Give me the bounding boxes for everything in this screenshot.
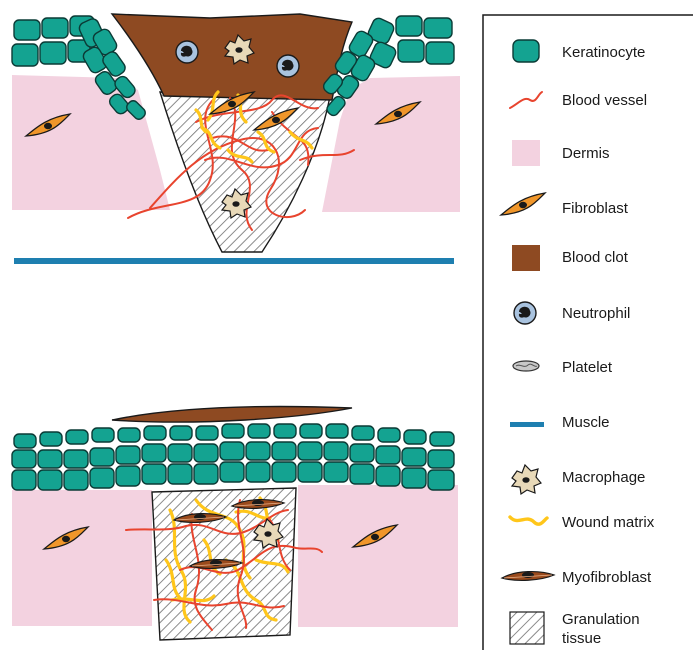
blood-clot-bottom <box>112 407 352 423</box>
neutrophil-cell <box>277 55 299 77</box>
dermis-left <box>12 490 152 626</box>
platelet-icon <box>513 361 539 371</box>
early-wound-panel <box>12 14 460 264</box>
legend-label-granulation-line2: tissue <box>562 630 601 647</box>
legend-label-dermis: Dermis <box>562 145 610 162</box>
dermis-icon <box>512 140 540 166</box>
legend-label-neutrophil: Neutrophil <box>562 305 630 322</box>
dermis-right <box>298 485 458 627</box>
neutrophil-cell <box>176 41 198 63</box>
granulation-tissue-icon <box>510 612 544 644</box>
legend-label-granulation-line1: Granulation <box>562 611 640 628</box>
legend-label-fibroblast: Fibroblast <box>562 200 629 217</box>
legend-box <box>483 15 693 650</box>
legend-label-keratinocyte: Keratinocyte <box>562 44 645 61</box>
blood-clot-icon <box>512 245 540 271</box>
muscle-icon <box>510 422 544 427</box>
legend-label-muscle: Muscle <box>562 414 610 431</box>
legend-label-myofibroblast: Myofibroblast <box>562 569 652 586</box>
legend-label-blood-clot: Blood clot <box>562 249 629 266</box>
healing-wound-panel <box>12 407 458 641</box>
dermis-left <box>12 75 170 210</box>
legend: Keratinocyte Blood vessel Dermis Fibrobl… <box>483 15 693 650</box>
legend-label-platelet: Platelet <box>562 359 613 376</box>
keratinocyte-icon <box>513 40 539 62</box>
legend-label-wound-matrix: Wound matrix <box>562 514 655 531</box>
muscle-band <box>14 258 454 264</box>
legend-label-blood-vessel: Blood vessel <box>562 92 647 109</box>
epidermis-bottom <box>12 424 454 490</box>
legend-label-macrophage: Macrophage <box>562 469 645 486</box>
neutrophil-icon <box>514 302 536 324</box>
